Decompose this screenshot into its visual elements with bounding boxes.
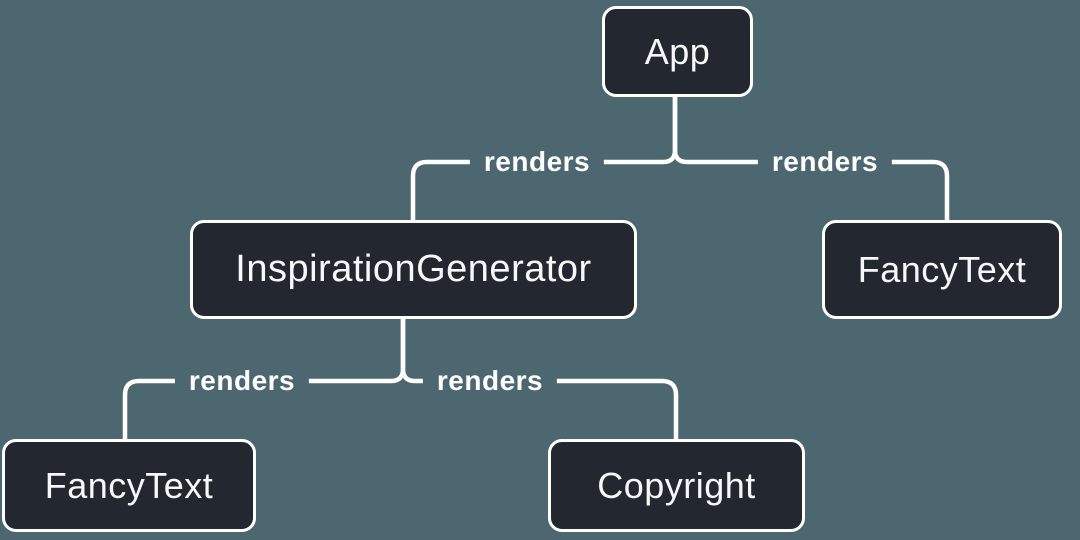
tree-node-inspiration-generator: InspirationGenerator [190, 220, 637, 319]
edge-label-renders-app-inspirationgenerator: renders [469, 146, 605, 178]
tree-node-fancy-text-right: FancyText [822, 220, 1062, 319]
edge-label-renders-inspirationgenerator-fancytext: renders [174, 365, 310, 397]
edge-label-renders-app-fancytext: renders [757, 146, 893, 178]
tree-node-copyright: Copyright [548, 439, 805, 532]
edge-label-renders-inspirationgenerator-copyright: renders [422, 365, 558, 397]
tree-node-app: App [602, 6, 753, 97]
tree-node-fancy-text-left: FancyText [2, 439, 256, 532]
